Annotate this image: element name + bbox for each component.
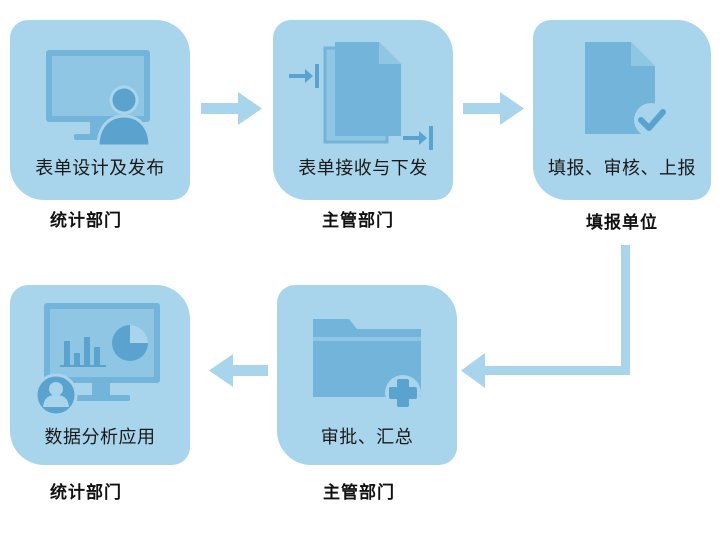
step-card-fill-review-report: 填报、审核、上报: [533, 20, 711, 200]
arrow-right-icon: [463, 92, 524, 125]
department-label: 主管部门: [323, 483, 395, 503]
monitor-analytics-icon: [34, 303, 160, 417]
folder-add-icon: [313, 319, 421, 411]
step-label: 数据分析应用: [44, 427, 156, 448]
department-label: 填报单位: [586, 213, 658, 233]
step-card-approve-summarize: 审批、汇总: [277, 285, 457, 465]
department-label: 统计部门: [50, 483, 122, 503]
step-label: 表单设计及发布: [35, 158, 165, 179]
step-card-receive-distribute: 表单接收与下发: [273, 20, 453, 200]
documents-transfer-icon: [289, 42, 433, 150]
arrow-right-icon: [201, 92, 262, 125]
arrow-left-icon: [209, 354, 268, 387]
document-check-icon: [585, 42, 668, 137]
department-label: 主管部门: [322, 211, 394, 231]
step-label: 填报、审核、上报: [548, 158, 696, 179]
monitor-user-icon: [46, 50, 152, 148]
arrow-elbow-icon: [461, 245, 630, 388]
step-card-design-publish: 表单设计及发布: [10, 20, 190, 200]
step-card-data-analysis: 数据分析应用: [10, 285, 190, 465]
step-label: 审批、汇总: [320, 427, 414, 448]
step-label: 表单接收与下发: [298, 158, 428, 179]
department-label: 统计部门: [50, 211, 122, 231]
